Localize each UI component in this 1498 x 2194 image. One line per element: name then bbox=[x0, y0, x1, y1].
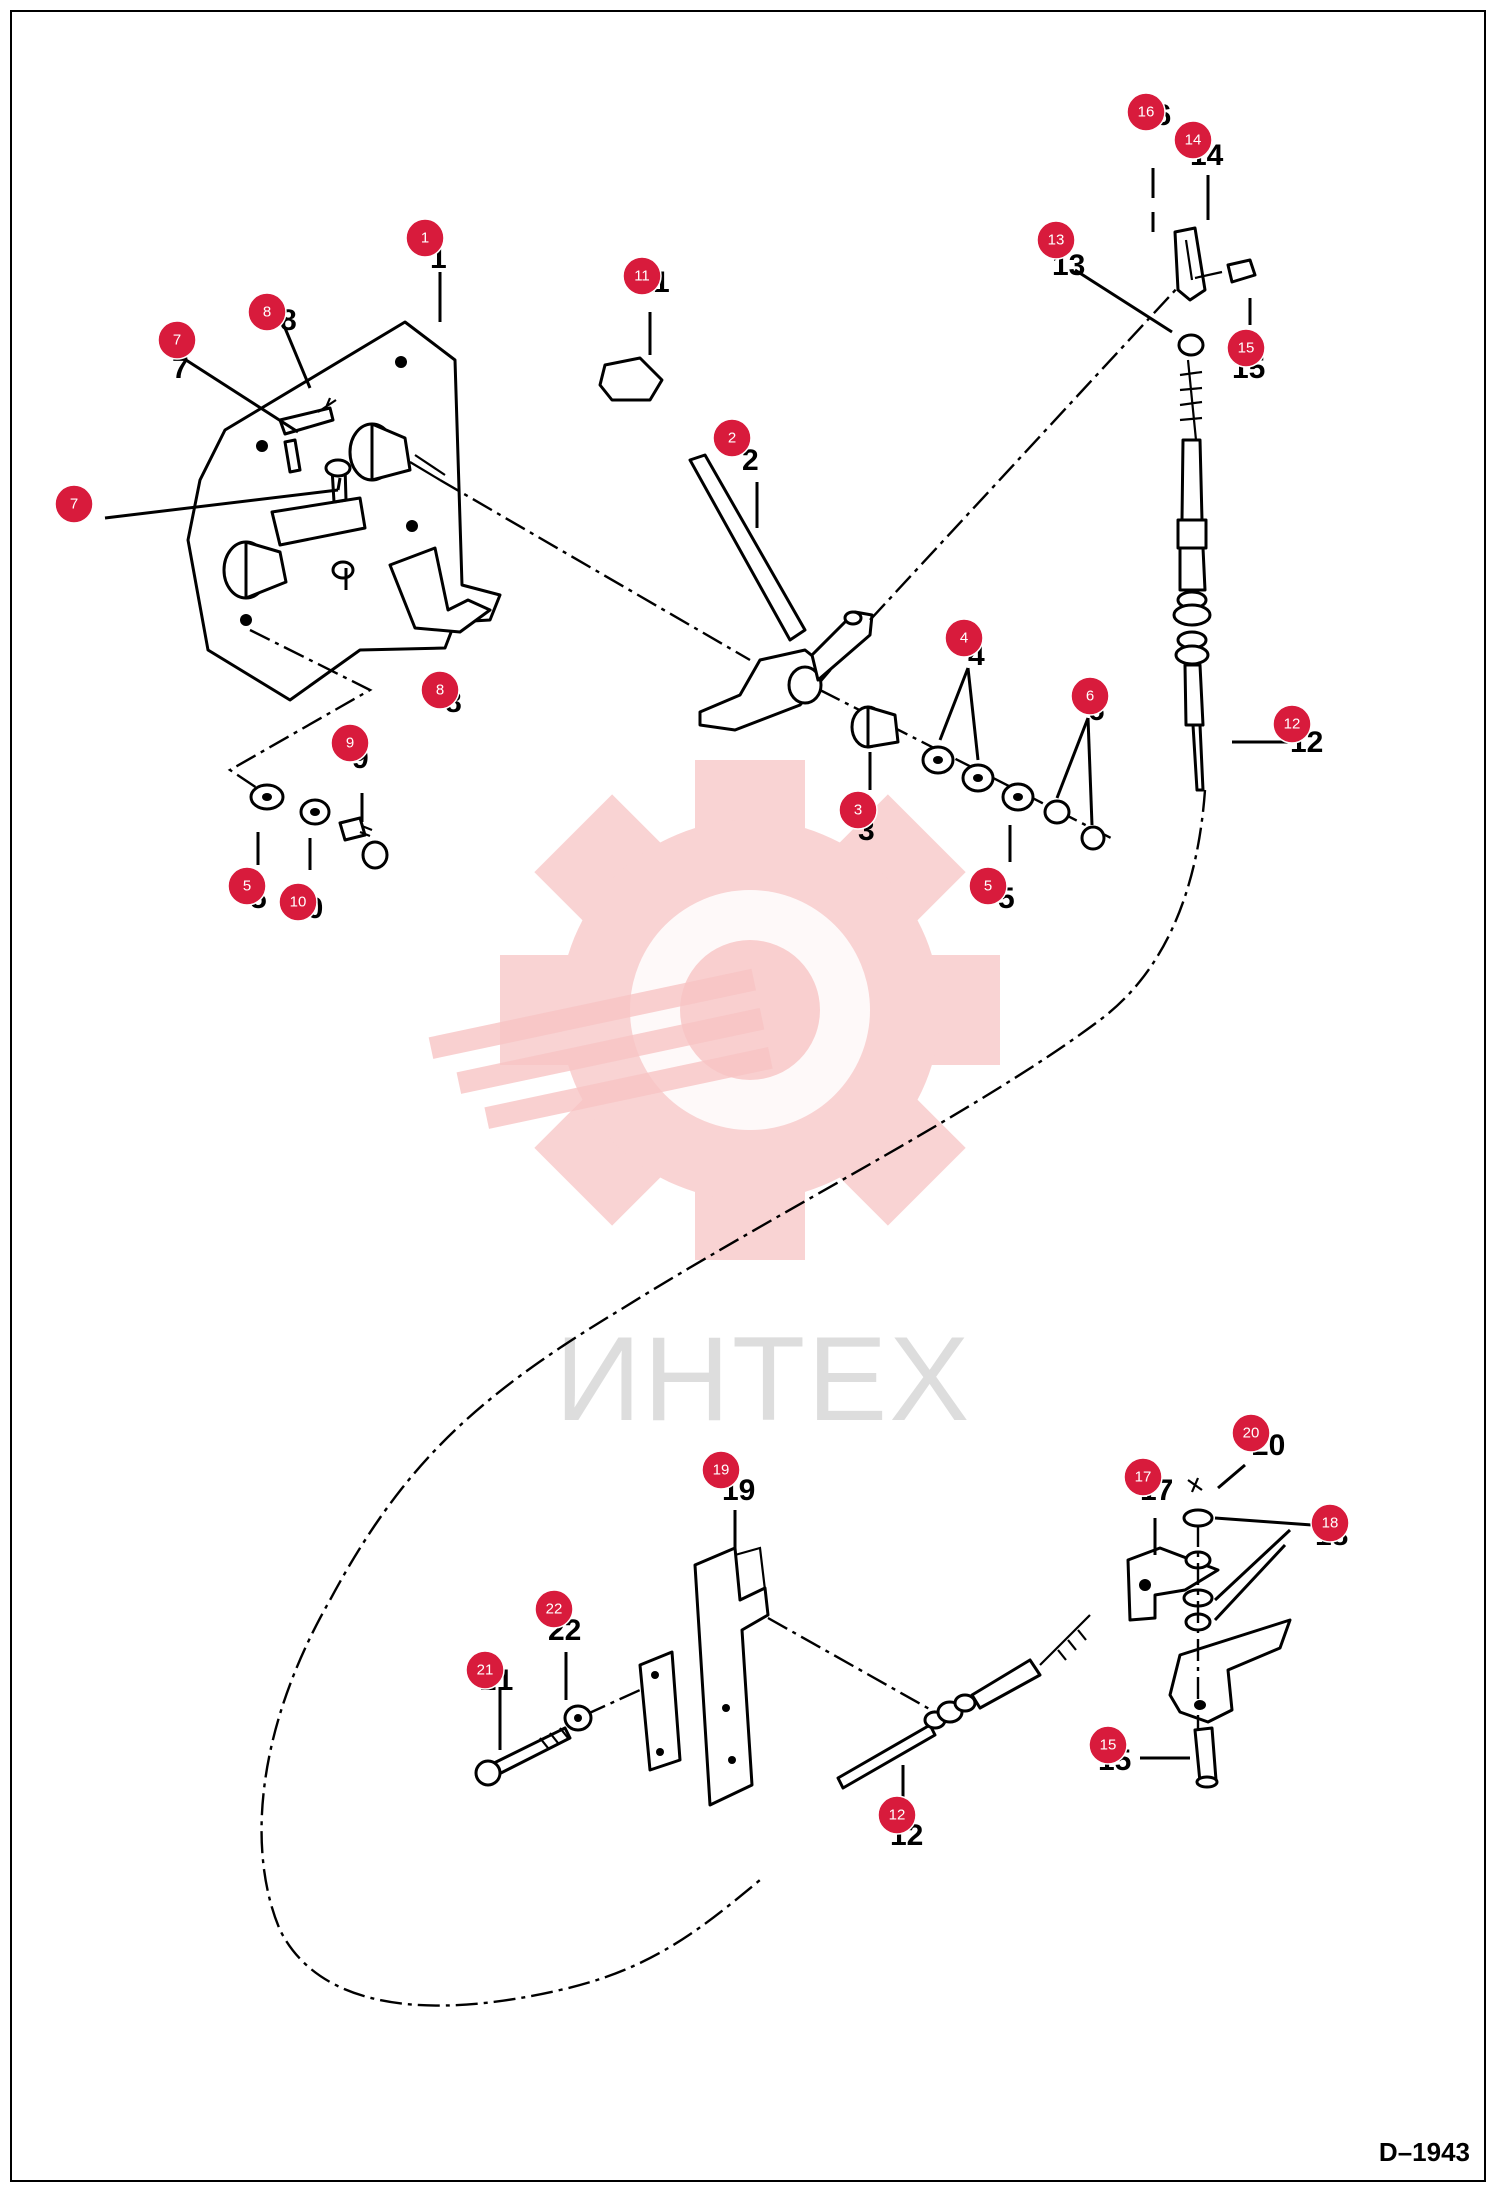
callout-17[interactable]: 17 bbox=[1123, 1457, 1163, 1497]
bushing-boss bbox=[222, 540, 288, 600]
svg-text:11: 11 bbox=[634, 268, 650, 285]
printed-number: 7 bbox=[172, 352, 189, 385]
plate-to-washer-line bbox=[227, 628, 373, 791]
svg-text:4: 4 bbox=[960, 630, 968, 647]
pivot-stud bbox=[348, 422, 446, 482]
callout-7a[interactable]: 7 bbox=[157, 320, 197, 360]
svg-text:7: 7 bbox=[70, 496, 78, 513]
svg-text:1: 1 bbox=[421, 230, 429, 247]
callout-8a[interactable]: 8 bbox=[247, 292, 287, 332]
callout-15a[interactable]: 15 bbox=[1226, 328, 1266, 368]
watermark: ИНТЕХ bbox=[428, 760, 1000, 1446]
lower-bolt-hardware bbox=[474, 1704, 593, 1787]
lower-bracket bbox=[638, 1546, 770, 1807]
svg-text:6: 6 bbox=[1086, 688, 1094, 705]
svg-text:22: 22 bbox=[546, 1601, 563, 1618]
callout-5a[interactable]: 5 bbox=[227, 866, 267, 906]
svg-text:12: 12 bbox=[889, 1807, 906, 1824]
svg-text:2: 2 bbox=[728, 430, 736, 447]
svg-text:20: 20 bbox=[1243, 1425, 1260, 1442]
svg-text:17: 17 bbox=[1135, 1469, 1152, 1486]
callout-4[interactable]: 4 bbox=[944, 618, 984, 658]
callout-2[interactable]: 2 bbox=[712, 418, 752, 458]
cable-lower bbox=[836, 1614, 1091, 1790]
svg-text:9: 9 bbox=[346, 735, 354, 752]
watermark-text: ИНТЕХ bbox=[555, 1312, 971, 1446]
callout-21[interactable]: 21 bbox=[465, 1650, 505, 1690]
svg-text:19: 19 bbox=[713, 1462, 730, 1479]
svg-text:13: 13 bbox=[1048, 232, 1065, 249]
callout-1[interactable]: 1 bbox=[405, 218, 445, 258]
svg-text:18: 18 bbox=[1322, 1515, 1339, 1532]
callout-3[interactable]: 3 bbox=[838, 790, 878, 830]
callout-13[interactable]: 13 bbox=[1036, 220, 1076, 260]
svg-text:5: 5 bbox=[243, 878, 251, 895]
callout-8b[interactable]: 8 bbox=[420, 670, 460, 710]
svg-text:3: 3 bbox=[854, 802, 862, 819]
svg-text:5: 5 bbox=[984, 878, 992, 895]
svg-text:15: 15 bbox=[1100, 1737, 1117, 1754]
svg-text:10: 10 bbox=[290, 894, 307, 911]
callout-5b[interactable]: 5 bbox=[968, 866, 1008, 906]
svg-text:8: 8 bbox=[263, 304, 271, 321]
pedal-link-line bbox=[869, 284, 1181, 621]
callout-7b[interactable]: 7 bbox=[54, 484, 94, 524]
callout-20[interactable]: 20 bbox=[1231, 1413, 1271, 1453]
callout-10[interactable]: 10 bbox=[278, 882, 318, 922]
svg-text:12: 12 bbox=[1284, 716, 1301, 733]
callout-9[interactable]: 9 bbox=[330, 723, 370, 763]
watermark-gear-icon bbox=[428, 760, 1000, 1260]
cable-routing-line bbox=[260, 789, 1207, 2007]
callout-22[interactable]: 22 bbox=[534, 1589, 574, 1629]
left-hardware bbox=[249, 783, 389, 870]
bolt-to-bracket-line bbox=[584, 1688, 641, 1717]
mounting-plate bbox=[186, 320, 502, 702]
svg-text:16: 16 bbox=[1138, 104, 1155, 121]
lower-lever-assembly bbox=[1126, 1477, 1292, 1789]
svg-text:8: 8 bbox=[436, 682, 444, 699]
callout-markers: 1 2 3 4 5 5 6 7 7 8 8 9 10 11 12 12 13 1… bbox=[54, 92, 1350, 1835]
callout-19[interactable]: 19 bbox=[701, 1450, 741, 1490]
callout-15b[interactable]: 15 bbox=[1088, 1725, 1128, 1765]
printed-number: 2 bbox=[742, 444, 759, 477]
cable-upper bbox=[1172, 226, 1257, 792]
bracket-to-cable-line bbox=[767, 1616, 941, 1717]
svg-text:7: 7 bbox=[173, 332, 181, 349]
svg-text:15: 15 bbox=[1238, 340, 1255, 357]
svg-text:14: 14 bbox=[1185, 132, 1202, 149]
throttle-pedal bbox=[598, 356, 874, 732]
pedal-hardware bbox=[850, 705, 1106, 851]
callout-16[interactable]: 16 bbox=[1126, 92, 1166, 132]
stud-to-pedal-line bbox=[439, 478, 751, 662]
callout-11[interactable]: 11 bbox=[622, 256, 662, 296]
callout-12a[interactable]: 12 bbox=[1272, 704, 1312, 744]
svg-text:21: 21 bbox=[477, 1662, 494, 1679]
leader-lines bbox=[104, 168, 1313, 1805]
callout-18[interactable]: 18 bbox=[1310, 1503, 1350, 1543]
callout-6[interactable]: 6 bbox=[1070, 676, 1110, 716]
callout-14[interactable]: 14 bbox=[1173, 120, 1213, 160]
figure-code: D–1943 bbox=[1378, 2137, 1470, 2167]
callout-12b[interactable]: 12 bbox=[877, 1795, 917, 1835]
